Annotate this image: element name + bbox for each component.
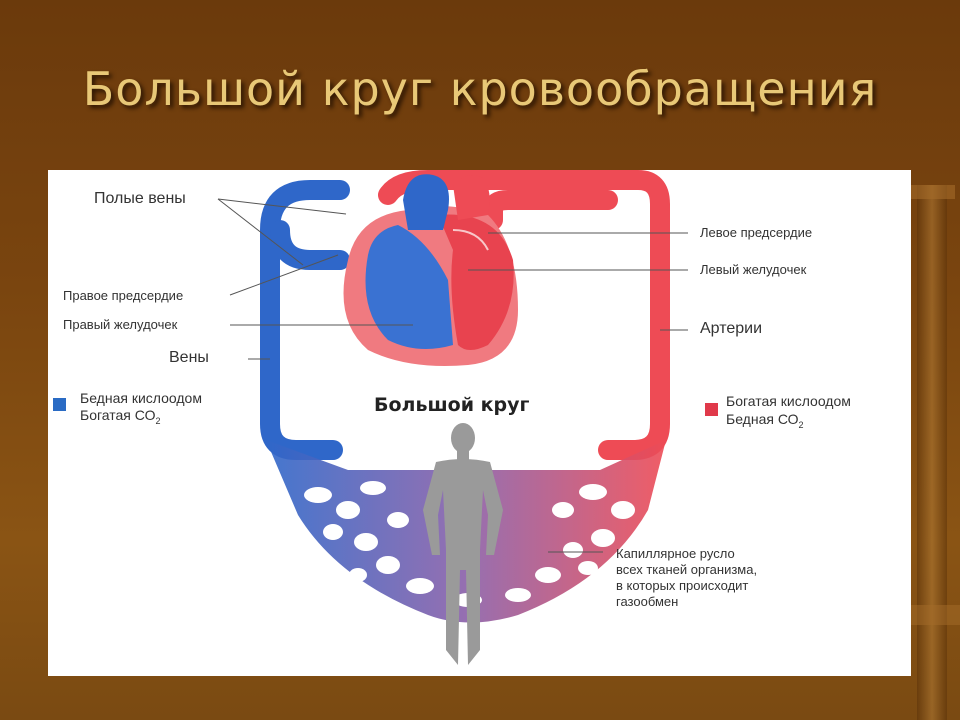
label-right-ventricle: Правый желудочек <box>63 317 178 332</box>
capillary-line3: в которых происходит <box>616 578 749 593</box>
label-arteries: Артерии <box>700 320 763 337</box>
legend-venous-swatch <box>53 398 66 411</box>
veins-vessel <box>260 180 350 460</box>
label-right-atrium: Правое предсердие <box>63 288 184 303</box>
slide-title: Большой круг кровообращения <box>82 62 878 116</box>
legend-arterial: Богатая кислоодом Бедная СО2 <box>726 392 851 434</box>
capillary-line1: Капиллярное русло <box>616 546 735 561</box>
legend-arterial-swatch <box>705 403 718 416</box>
legend-venous-line1: Бедная кислоодом <box>80 390 202 406</box>
legend-venous-line2: Богатая СО <box>80 407 156 423</box>
legend-venous-line2-wrap: Богатая СО2 <box>80 407 202 430</box>
label-veins: Вены <box>169 349 209 366</box>
label-left-ventricle: Левый желудочек <box>700 262 807 277</box>
legend-arterial-line2-wrap: Бедная СО2 <box>726 410 851 434</box>
capillary-line4: газообмен <box>616 594 679 609</box>
leader-lines <box>217 198 688 553</box>
diagram-panel: Полые вены Правое предсердие Правый желу… <box>48 170 911 676</box>
legend-venous-sub: 2 <box>155 415 161 426</box>
legend-arterial-line1: Богатая кислоодом <box>726 393 851 409</box>
legend-arterial-sub: 2 <box>798 419 804 430</box>
right-heart <box>365 225 453 349</box>
legend-venous: Бедная кислоодом Богатая СО2 <box>80 390 202 430</box>
label-left-atrium: Левое предсердие <box>700 225 813 240</box>
decorative-column <box>905 185 960 720</box>
heart <box>343 174 518 366</box>
capillary-line2: всех тканей организма, <box>616 562 758 577</box>
label-vena-cava: Полые вены <box>94 190 186 207</box>
human-silhouette <box>423 423 503 665</box>
left-heart <box>438 214 514 350</box>
arteries-vessel <box>378 170 670 460</box>
circulation-diagram <box>217 170 688 665</box>
legend-arterial-line2: Бедная СО <box>726 411 799 427</box>
diagram-center-title: Большой круг <box>374 394 530 416</box>
label-capillary-bed: Капиллярное русло всех тканей организма,… <box>616 546 757 610</box>
